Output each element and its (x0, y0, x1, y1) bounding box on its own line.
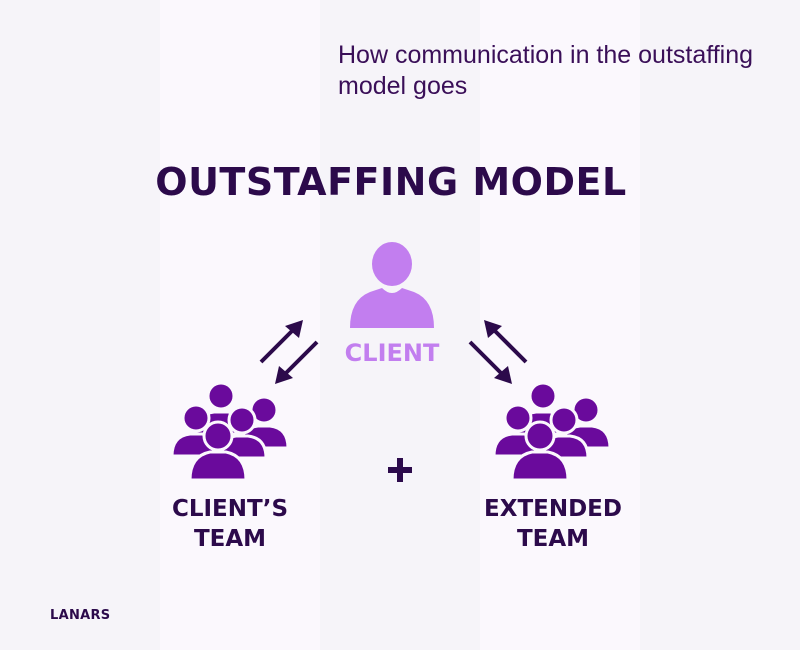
background-stripe (480, 0, 640, 650)
brand-logo: LANARS (50, 608, 111, 623)
clients-team-label: CLIENT’S TEAM (171, 496, 289, 552)
bidirectional-arrow-icon (259, 320, 319, 384)
person-icon (350, 242, 434, 328)
client-label: CLIENT (344, 339, 440, 367)
subtitle: How communication in the outstaffing mod… (338, 41, 754, 100)
extended-team-label: EXTENDED TEAM (484, 496, 622, 552)
diagram-title: OUTSTAFFING MODEL (155, 160, 627, 204)
group-icon (170, 381, 290, 482)
bidirectional-arrow-icon (468, 320, 528, 384)
plus-icon (388, 458, 412, 482)
group-icon (492, 381, 612, 482)
